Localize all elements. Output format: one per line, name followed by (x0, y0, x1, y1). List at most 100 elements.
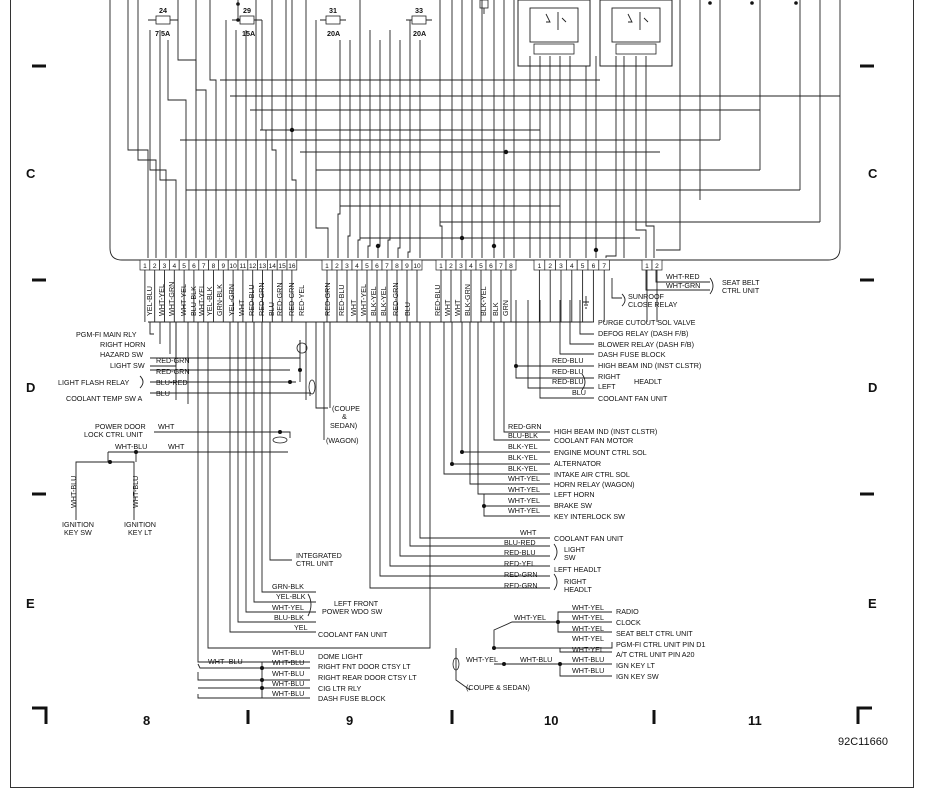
connector-pin-number: 1 (143, 263, 147, 270)
wire-color: WHT-YEL (572, 634, 604, 643)
vertical-wire-color: WHT (443, 299, 452, 316)
zone-number-8: 8 (143, 713, 150, 728)
wire-color: RED-GRN (504, 570, 538, 579)
vertical-wire-color: BLK-YEL (379, 286, 388, 316)
label-light-sw: LIGHT SW (110, 361, 145, 370)
connector-pin-number: 10 (229, 263, 237, 270)
connector-pin-number: 1 (645, 263, 649, 270)
vertical-wire-color: RED-YEL (297, 285, 306, 316)
vertical-wire-color: RED-GRN (391, 282, 400, 316)
connector-pin-number: 9 (221, 263, 225, 270)
connector-pin-number: 12 (249, 263, 257, 270)
connector-pin-number: 4 (570, 263, 574, 270)
fuse-rating: 7.5A (155, 29, 170, 38)
fuse-number: 29 (243, 6, 251, 15)
connector-pin-number: 11 (239, 263, 246, 270)
wire-color: WHT-BLU (572, 666, 604, 675)
zone-letter-c: C (868, 166, 878, 181)
label-coolant-fan-unit: COOLANT FAN UNIT (318, 630, 388, 639)
label-ign-key-lt: IGN KEY LT (616, 661, 655, 670)
label-headlt: HEADLT (634, 377, 662, 386)
label-ign-key-sw: IGN KEY SW (616, 672, 659, 681)
connector-pin-number: 16 (288, 263, 296, 270)
figure-id: 92C11660 (838, 736, 888, 748)
bottom-right-labels: RADIO CLOCK SEAT BELT CTRL UNIT PGM-FI C… (466, 603, 705, 692)
wire-color: WHT-YEL (508, 496, 540, 505)
wire-color: WHT-GRN (666, 281, 700, 290)
vertical-wire-color: BLU (267, 302, 276, 316)
connector-pin-number: 7 (602, 263, 606, 270)
connector-pin-number: 4 (355, 263, 359, 270)
label-coolant-fan-motor: COOLANT FAN MOTOR (554, 436, 633, 445)
label-coolant-fan-unit: COOLANT FAN UNIT (554, 534, 624, 543)
label-power-wdo-sw: POWER WDO SW (322, 607, 383, 616)
note-coupe: (COUPE (332, 404, 360, 413)
fuse-33: 33 20A (406, 6, 432, 38)
label-key-interlock: KEY INTERLOCK SW (554, 512, 625, 521)
label-purge-cutout: PURGE CUTOUT SOL VALVE (598, 318, 696, 327)
note-and: & (342, 412, 347, 421)
vertical-wire-color: GRN-BLK (215, 284, 224, 316)
vertical-wire-color: RED-BLU (247, 284, 256, 316)
connector-pin-number: 7 (385, 263, 389, 270)
wire-color: BLK-YEL (508, 442, 538, 451)
wire-color: WHT-BLU (520, 655, 552, 664)
wire-color: BLU (572, 388, 586, 397)
wire-color: WHT-BLU (131, 476, 140, 508)
connector-pin-number: 2 (153, 263, 157, 270)
wire-color: WHT-BLU (272, 689, 304, 698)
wire-color: WHT-YEL (508, 485, 540, 494)
zone-markers: C C D D E E 8 9 10 11 92C11660 (26, 64, 888, 748)
label-ignition: IGNITION (62, 520, 94, 529)
label-dash-fuse-block: DASH FUSE BLOCK (598, 350, 666, 359)
wire-color: BLK-YEL (508, 464, 538, 473)
label-key-sw: KEY SW (64, 528, 92, 537)
label-radio: RADIO (616, 607, 639, 616)
right-mid-labels: HIGH BEAM IND (INST CLSTR) COOLANT FAN M… (504, 422, 657, 594)
label-coolant-temp-sw: COOLANT TEMP SW A (66, 394, 142, 403)
right-mid-wiring (369, 322, 558, 591)
fuse-rating: 20A (327, 29, 340, 38)
vertical-wire-color: RED-BLU (433, 284, 442, 316)
top-right-connections (479, 0, 798, 14)
vertical-wire-color: WHT-YEL (359, 284, 368, 316)
wire-color: YEL (294, 623, 308, 632)
label-clock: CLOCK (616, 618, 641, 627)
vertical-wire-color: WHT-YEL (179, 284, 188, 316)
note-wagon: (WAGON) (326, 436, 358, 445)
connector-pin-number: 8 (212, 263, 216, 270)
label-dome-light: DOME LIGHT (318, 652, 363, 661)
connector-pin-number: 1 (538, 263, 542, 270)
connector-pin-number: 13 (259, 263, 267, 270)
wire-color: RED-YEL (504, 559, 535, 568)
zone-number-9: 9 (346, 713, 353, 728)
wire-color: WHT-RED (666, 272, 700, 281)
wire-color: BLK-YEL (508, 453, 538, 462)
zone-letter-d: D (26, 380, 35, 395)
connector-pin-number: 1 (325, 263, 329, 270)
wire-color: WHT (158, 422, 175, 431)
vertical-wire-color: BLK-YEL (479, 286, 488, 316)
label-light: LIGHT (564, 545, 586, 554)
vertical-wire-color: WHT-GRN (167, 282, 176, 316)
zone-letter-c: C (26, 166, 36, 181)
label-alternator: ALTERNATOR (554, 459, 601, 468)
right-upper-labels: PURGE CUTOUT SOL VALVE DEFOG RELAY (DASH… (552, 272, 760, 403)
label-integrated: INTEGRATED (296, 551, 342, 560)
connector-pin-number: 5 (479, 263, 483, 270)
vertical-wire-color: BLU (403, 302, 412, 316)
wire-color: WHT-YEL (508, 474, 540, 483)
left-side-wiring (75, 322, 331, 520)
connector-pin-number: 3 (559, 263, 563, 270)
connector-pin-number: 15 (278, 263, 286, 270)
wire-color: BLU-RED (504, 538, 536, 547)
fuse-rating: 20A (413, 29, 426, 38)
fuse-number: 33 (415, 6, 423, 15)
label-seat-belt: SEAT BELT (722, 278, 760, 287)
wire-color: RED-GRN (504, 581, 538, 590)
label-key-lt: KEY LT (128, 528, 153, 537)
label-right-horn: RIGHT HORN (100, 340, 145, 349)
